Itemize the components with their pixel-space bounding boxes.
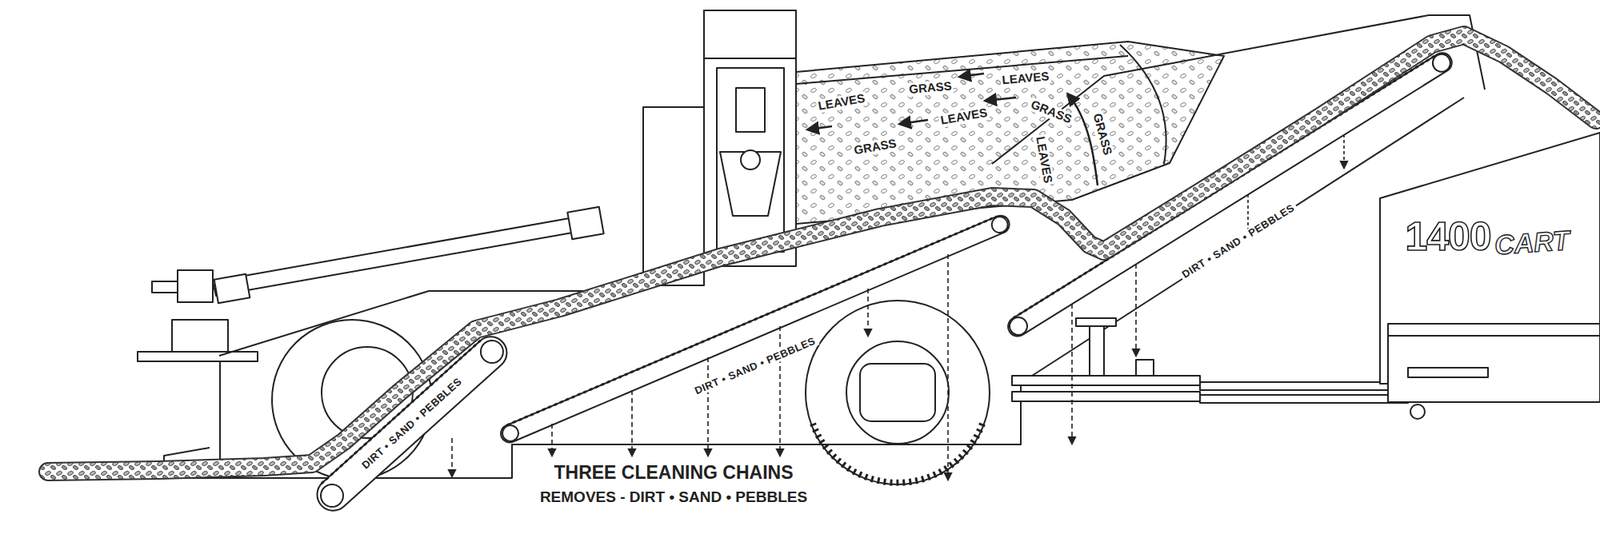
illustration-part <box>1120 44 1167 164</box>
illustration-part <box>500 423 521 444</box>
illustration-part <box>1200 382 1408 391</box>
illustration-part <box>1410 404 1425 420</box>
illustration-part <box>310 330 513 518</box>
illustration-part <box>310 330 513 518</box>
illustration-part <box>900 120 928 124</box>
illustration-part <box>551 424 553 456</box>
illustration-part <box>476 336 508 368</box>
illustration-part <box>1200 395 1408 404</box>
model-number: 1400 <box>1404 215 1491 260</box>
flow-label: LEAVES <box>1000 69 1052 88</box>
illustration-part <box>321 340 482 484</box>
illustration-part <box>736 88 765 132</box>
flow-label: GRASS <box>1090 110 1116 159</box>
chain-label: DIRT • SAND • PEBBLES <box>358 374 467 473</box>
illustration-part <box>1135 264 1137 356</box>
caption-heading: THREE CLEANING CHAINS <box>551 463 796 484</box>
illustration-part <box>1071 304 1073 444</box>
illustration-part <box>1004 49 1456 340</box>
chain-label: DIRT • SAND • PEBBLES <box>1178 200 1300 282</box>
illustration-part <box>177 270 213 303</box>
illustration-part <box>1089 320 1104 376</box>
illustration-part <box>1068 94 1098 186</box>
illustration-part <box>1006 314 1031 339</box>
illustration-part <box>805 300 990 485</box>
illustration-part <box>214 274 251 304</box>
cleaning-chains <box>310 49 1456 518</box>
illustration-part <box>1012 392 1200 402</box>
illustration-part <box>704 10 796 59</box>
illustration-part <box>985 97 1016 101</box>
illustration-part <box>704 10 796 267</box>
flow-label: LEAVES <box>1032 134 1055 187</box>
illustration-part <box>846 341 949 444</box>
illustration-part <box>860 364 936 422</box>
illustration-part <box>808 126 832 130</box>
illustration-part <box>172 320 228 352</box>
illustration-part <box>867 288 869 336</box>
illustration-part <box>1136 360 1154 376</box>
illustration-part <box>989 214 1011 236</box>
illustration-part <box>1076 318 1116 327</box>
illustration-part <box>812 424 983 484</box>
wheels <box>272 300 990 485</box>
flow-label: GRASS <box>1027 97 1075 128</box>
illustration-part <box>152 281 178 293</box>
illustration-part <box>1388 324 1600 403</box>
illustration-part <box>1343 134 1345 168</box>
brand-name: CART <box>1493 225 1571 261</box>
airflow-arrows <box>808 73 1098 186</box>
illustration-part <box>212 214 596 296</box>
illustration-part <box>451 438 453 477</box>
illustration-part <box>1012 376 1200 386</box>
illustration-part <box>796 56 1128 84</box>
illustration-part <box>631 390 633 456</box>
debris-stream <box>48 35 1596 472</box>
illustration-part <box>137 352 258 362</box>
illustration-part <box>740 150 760 170</box>
flow-label: LEAVES <box>816 91 868 113</box>
illustration-part <box>1408 368 1488 378</box>
illustration-part <box>567 207 604 240</box>
illustration-part <box>1388 335 1600 337</box>
flow-label: LEAVES <box>938 105 991 128</box>
illustration-part <box>716 68 784 252</box>
illustration-part <box>316 480 348 512</box>
illustration-part <box>1004 49 1456 340</box>
illustration-part <box>960 73 984 77</box>
caption-text: REMOVES - DIRT • SAND • PEBBLES <box>537 489 810 507</box>
illustration-part <box>947 254 949 480</box>
illustration-part <box>707 357 709 456</box>
illustration-part <box>779 326 781 456</box>
flow-label: GRASS <box>907 79 955 96</box>
flow-label: GRASS <box>851 136 899 158</box>
illustration-part <box>48 35 1596 472</box>
illustration-part <box>48 35 1596 472</box>
chain-label: DIRT • SAND • PEBBLES <box>691 334 820 398</box>
